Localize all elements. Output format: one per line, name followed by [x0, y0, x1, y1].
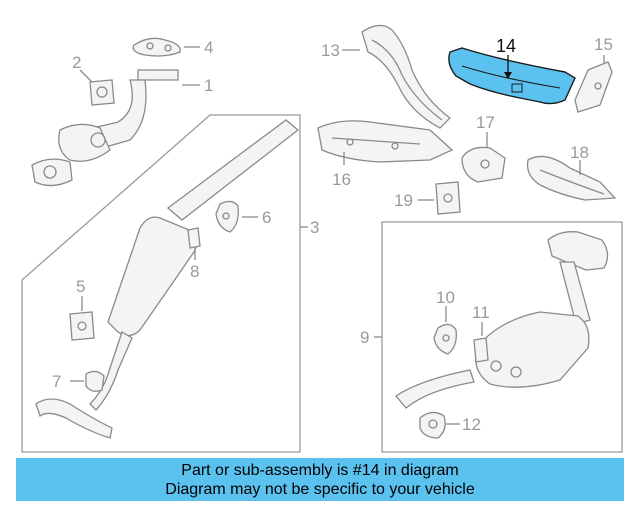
- insulator-part-6[interactable]: [215, 200, 239, 233]
- banner-line-1: Part or sub-assembly is #14 in diagram: [181, 462, 459, 479]
- gasket-part-2[interactable]: [89, 79, 115, 106]
- callout-12: 12: [462, 415, 481, 434]
- heat-shield-part-18[interactable]: [526, 155, 617, 201]
- mount-part-19[interactable]: [435, 181, 461, 215]
- callout-4: 4: [204, 38, 213, 57]
- heat-shield-part-14-highlighted[interactable]: [448, 47, 576, 105]
- callout-14: 14: [496, 36, 516, 56]
- group-box-9: [381, 221, 623, 453]
- hanger-part-5[interactable]: [69, 311, 95, 341]
- heat-shield-part-16[interactable]: [317, 120, 454, 163]
- callout-1: 1: [204, 76, 213, 95]
- callout-11: 11: [472, 303, 490, 322]
- callout-19: 19: [394, 191, 413, 210]
- callout-7: 7: [52, 372, 61, 391]
- callout-9: 9: [360, 328, 369, 347]
- callout-17: 17: [476, 113, 495, 132]
- callout-15: 15: [594, 35, 613, 54]
- callout-8: 8: [190, 262, 199, 281]
- callout-3: 3: [310, 218, 319, 237]
- callout-5: 5: [76, 277, 85, 296]
- insulator-part-17[interactable]: [461, 146, 506, 183]
- callout-10: 10: [436, 288, 455, 307]
- clamp-part-12[interactable]: [419, 411, 446, 439]
- insulator-part-10[interactable]: [433, 323, 457, 355]
- exhaust-parts-diagram: 4 2 1 13 14 15: [21, 24, 623, 453]
- callout-16: 16: [332, 170, 351, 189]
- hanger-part-11[interactable]: [473, 337, 489, 363]
- front-pipe-part-1[interactable]: [31, 69, 179, 187]
- callout-18: 18: [570, 143, 589, 162]
- heat-shield-part-13[interactable]: [361, 24, 451, 129]
- hanger-part-8[interactable]: [187, 227, 201, 249]
- banner-line-2: Diagram may not be specific to your vehi…: [165, 481, 475, 498]
- info-banner: Part or sub-assembly is #14 in diagram D…: [16, 458, 624, 501]
- callout-2: 2: [72, 53, 81, 72]
- muffler-assembly-group-9[interactable]: [395, 231, 609, 409]
- clamp-part-7[interactable]: [85, 370, 105, 392]
- callout-6: 6: [262, 208, 271, 227]
- group-box-3: [21, 114, 301, 453]
- gasket-part-4[interactable]: [132, 37, 181, 57]
- exhaust-system-group-3[interactable]: [35, 119, 300, 439]
- callout-13: 13: [321, 41, 340, 60]
- bracket-part-15[interactable]: [574, 61, 613, 113]
